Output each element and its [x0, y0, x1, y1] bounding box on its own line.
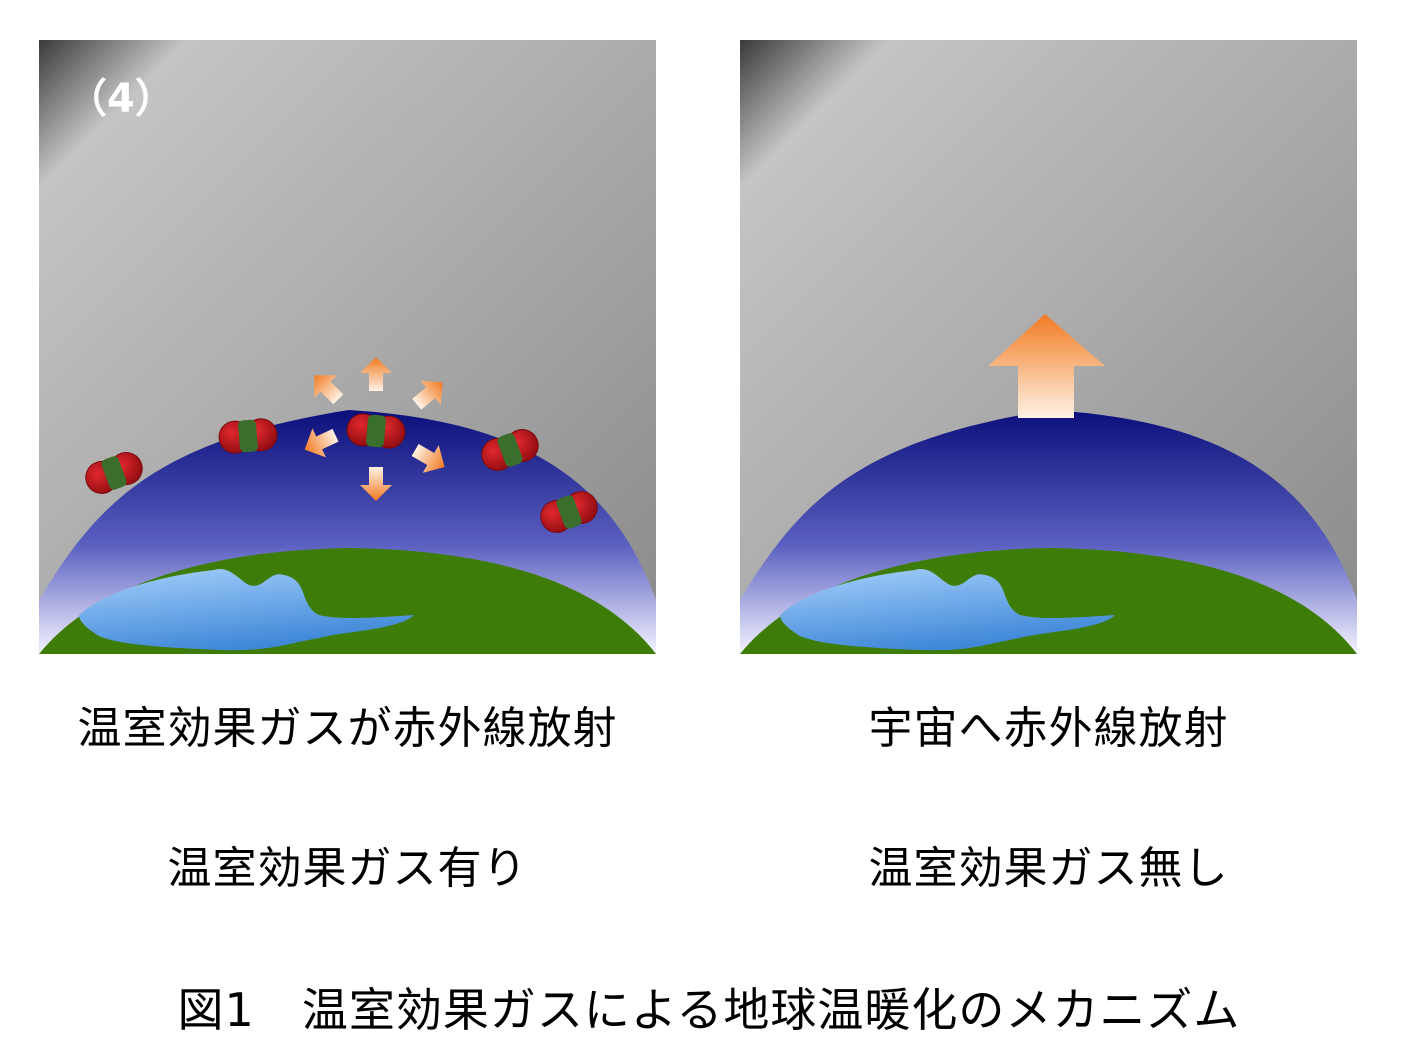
caption-left-bottom: 温室効果ガス有り — [167, 843, 528, 894]
arrow-up-icon — [988, 314, 1105, 418]
greenhouse-gas-molecule — [217, 417, 279, 455]
panel-without-greenhouse-gas — [740, 40, 1357, 654]
caption-left-top: 温室効果ガスが赤外線放射 — [77, 703, 618, 754]
caption-right-top: 宇宙へ赤外線放射 — [868, 703, 1229, 754]
earth-atmosphere-illustration-left — [39, 40, 656, 654]
earth-atmosphere-illustration-right — [740, 40, 1357, 654]
caption-right-bottom: 温室効果ガス無し — [868, 843, 1229, 894]
greenhouse-gas-molecule — [345, 412, 407, 450]
panel-label: （4） — [67, 76, 175, 122]
panel-with-greenhouse-gas: （4） — [39, 40, 656, 654]
ocean — [780, 568, 1115, 651]
figure-caption: 図1 温室効果ガスによる地球温暖化のメカニズム — [177, 983, 1241, 1037]
ocean — [79, 568, 414, 651]
